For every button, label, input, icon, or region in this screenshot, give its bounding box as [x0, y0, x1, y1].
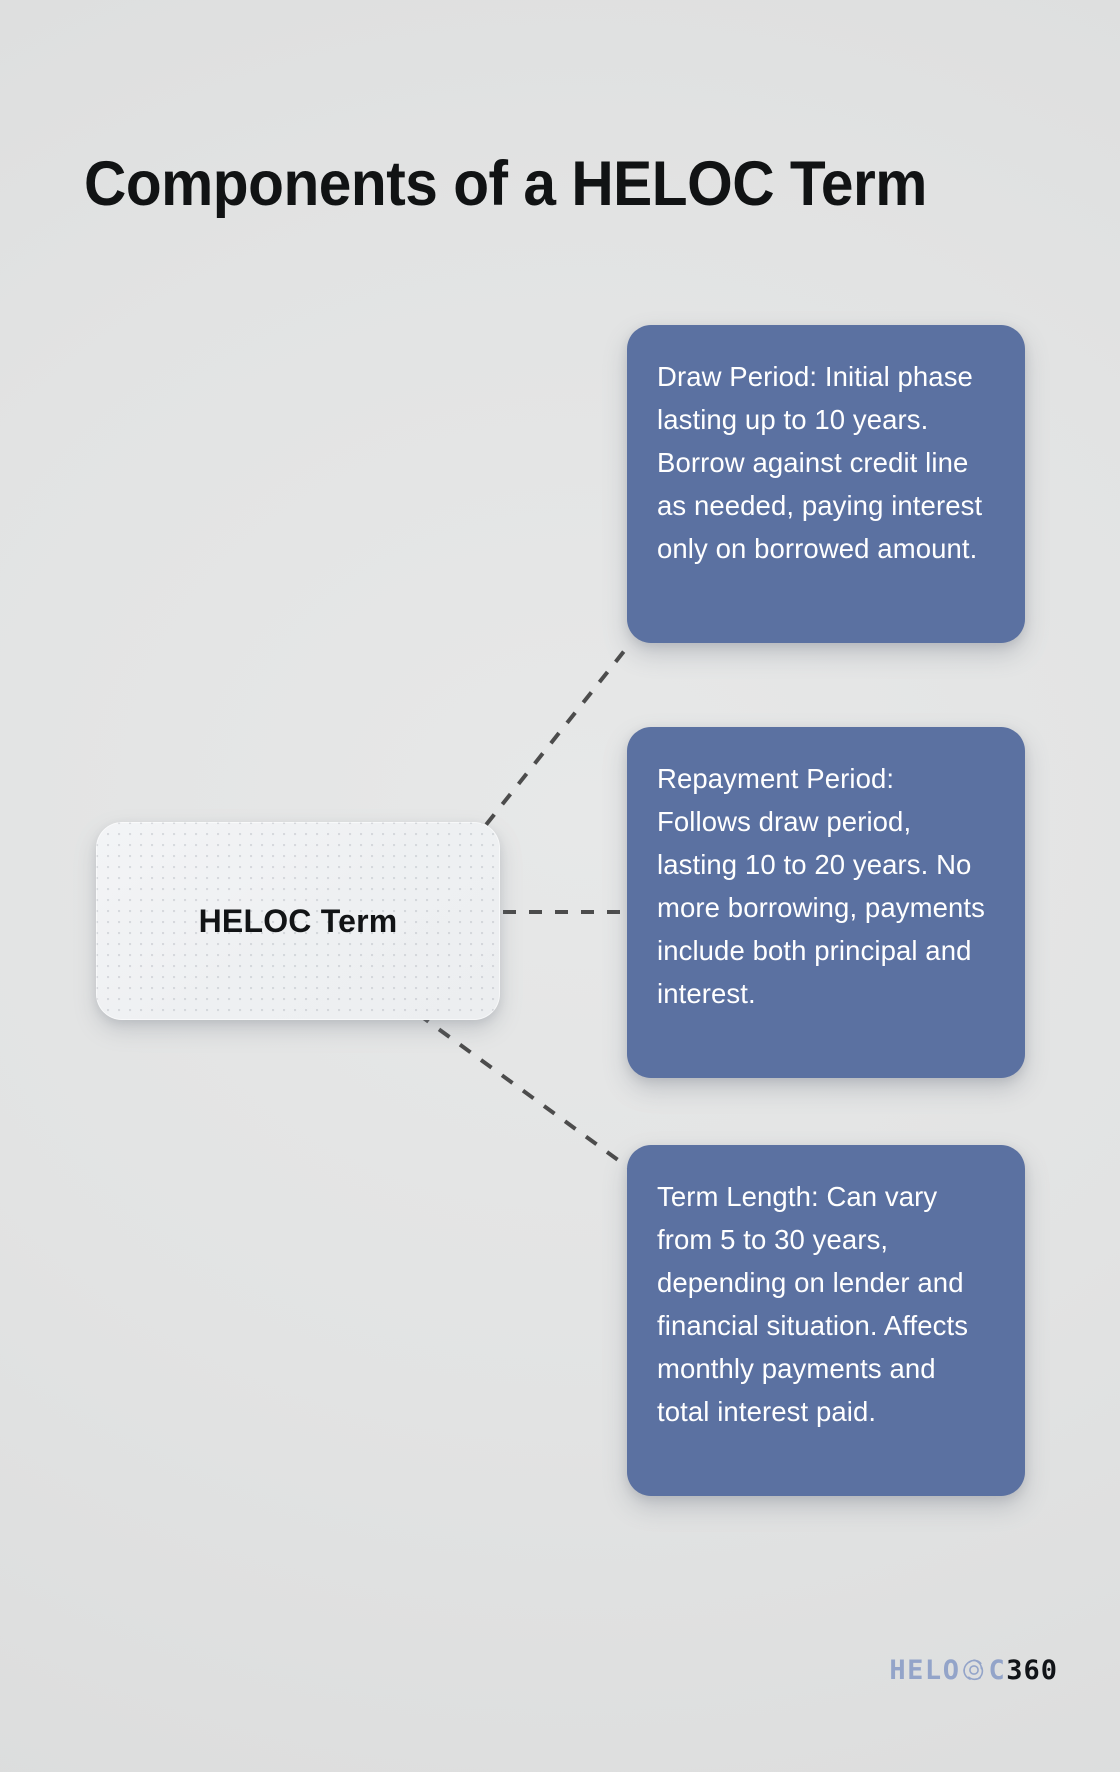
- info-card-term-length[interactable]: Term Length: Can vary from 5 to 30 years…: [627, 1145, 1025, 1496]
- brand-logo[interactable]: HELO C 360: [889, 1650, 1058, 1690]
- info-card-text: Term Length: Can vary from 5 to 30 years…: [657, 1181, 969, 1427]
- info-card-draw-period[interactable]: Draw Period: Initial phase lasting up to…: [627, 325, 1025, 643]
- logo-text-heloc: HELO: [889, 1654, 961, 1686]
- center-node-label: HELOC Term: [198, 902, 398, 939]
- info-card-text: Draw Period: Initial phase lasting up to…: [657, 361, 983, 564]
- info-card-text: Repayment Period: Follows draw period, l…: [657, 763, 985, 1009]
- page-title: Components of a HELOC Term: [84, 149, 927, 220]
- swirl-o-icon: [961, 1657, 987, 1683]
- connector-line-term-length: [416, 1012, 631, 1170]
- info-card-repayment-period[interactable]: Repayment Period: Follows draw period, l…: [627, 727, 1025, 1078]
- center-node-heloc-term[interactable]: HELOC Term: [96, 822, 500, 1020]
- connector-line-draw-period: [468, 648, 627, 847]
- logo-text-360: 360: [1006, 1654, 1058, 1686]
- logo-text-c: C: [988, 1654, 1007, 1686]
